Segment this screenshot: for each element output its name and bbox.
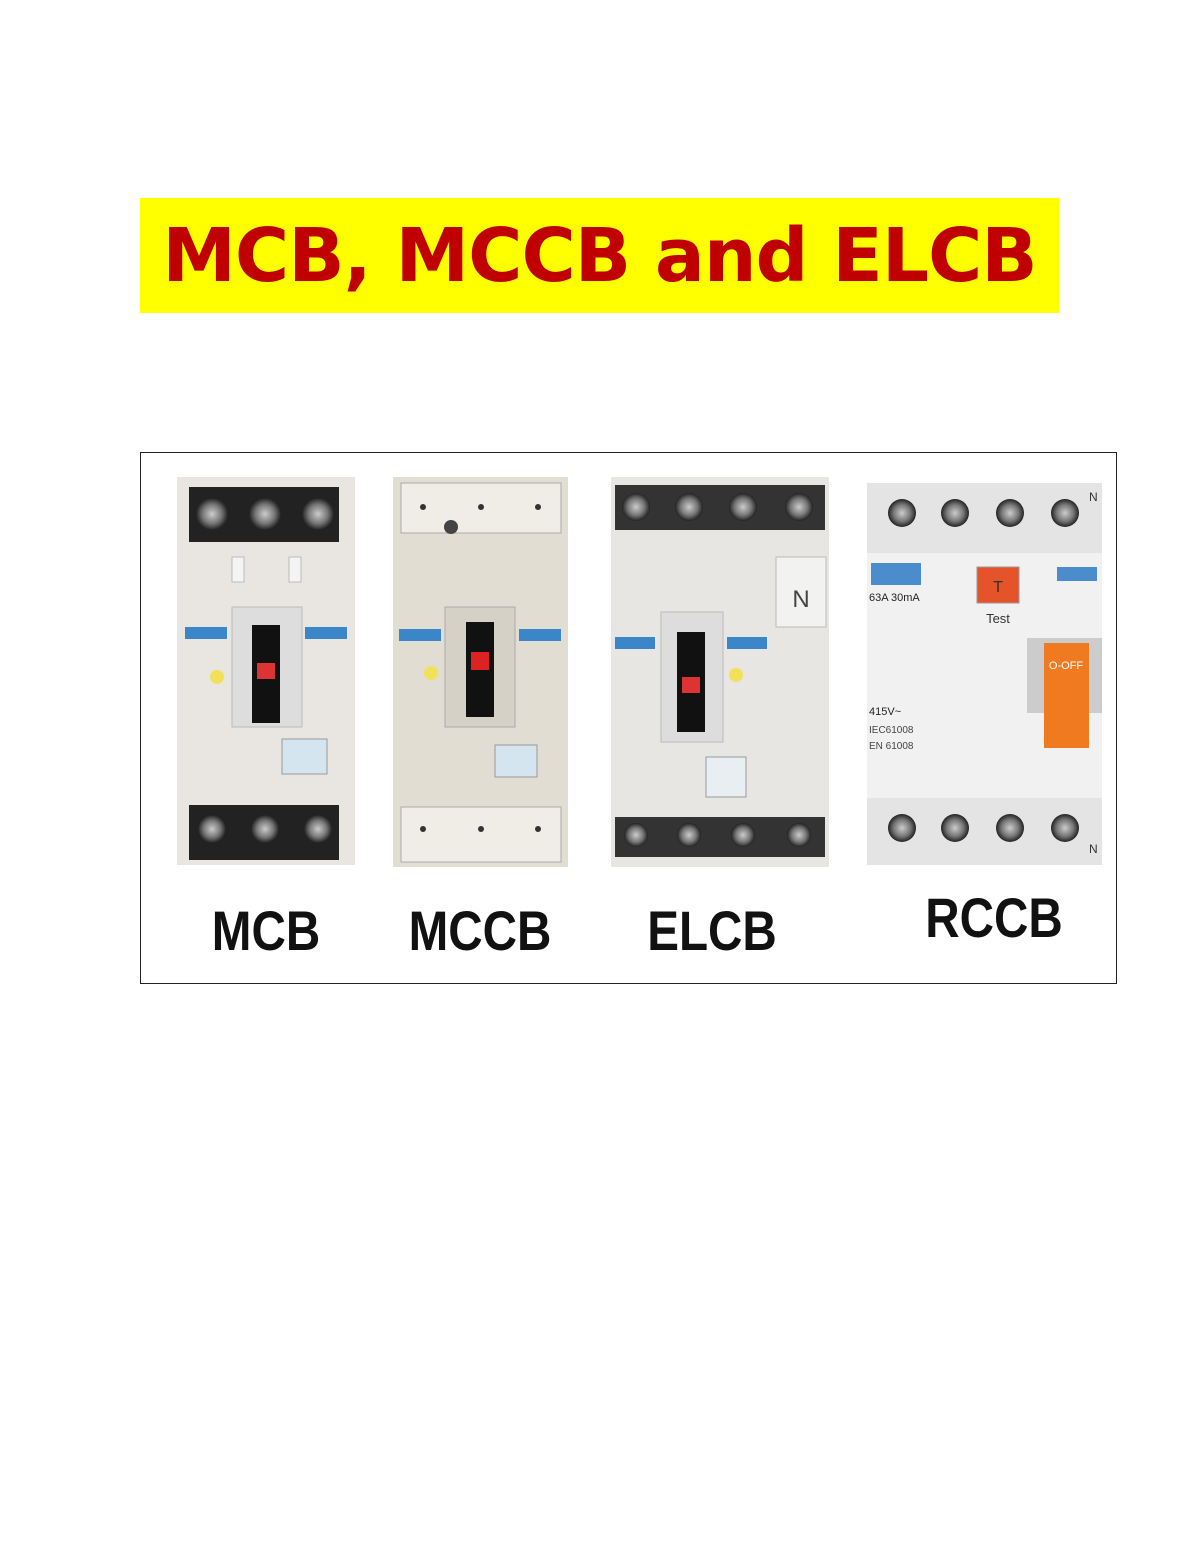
breakers-figure: N N N 63A 30mA T Test O-OFF 415V~ — [140, 452, 1117, 984]
label-rccb: RCCB — [925, 886, 1063, 949]
elcb-neutral-mark: N — [792, 586, 809, 613]
mccb-device — [393, 477, 568, 867]
title-banner: MCB, MCCB and ELCB — [140, 198, 1059, 313]
elcb-device: N — [611, 477, 829, 867]
label-mcb: MCB — [211, 899, 321, 962]
label-mccb: MCCB — [408, 899, 552, 962]
rccb-rating: 63A 30mA — [869, 592, 920, 604]
mcb-device — [177, 477, 355, 865]
rccb-neutral-top: N — [1089, 490, 1098, 504]
rccb-standard-en: EN 61008 — [869, 741, 914, 752]
rccb-standard-iec: IEC61008 — [869, 725, 914, 736]
rccb-test-label: Test — [986, 611, 1010, 626]
rccb-voltage: 415V~ — [869, 706, 901, 718]
rccb-switch-label: O-OFF — [1049, 660, 1083, 672]
rccb-neutral-bottom: N — [1089, 842, 1098, 856]
label-elcb: ELCB — [647, 899, 777, 962]
rccb-device: N N 63A 30mA T Test O-OFF 415V~ IEC61008… — [867, 483, 1102, 865]
page-title: MCB, MCCB and ELCB — [162, 212, 1037, 299]
breakers-illustration: N N N 63A 30mA T Test O-OFF 415V~ — [177, 477, 1102, 867]
test-button-mark: T — [993, 579, 1003, 596]
